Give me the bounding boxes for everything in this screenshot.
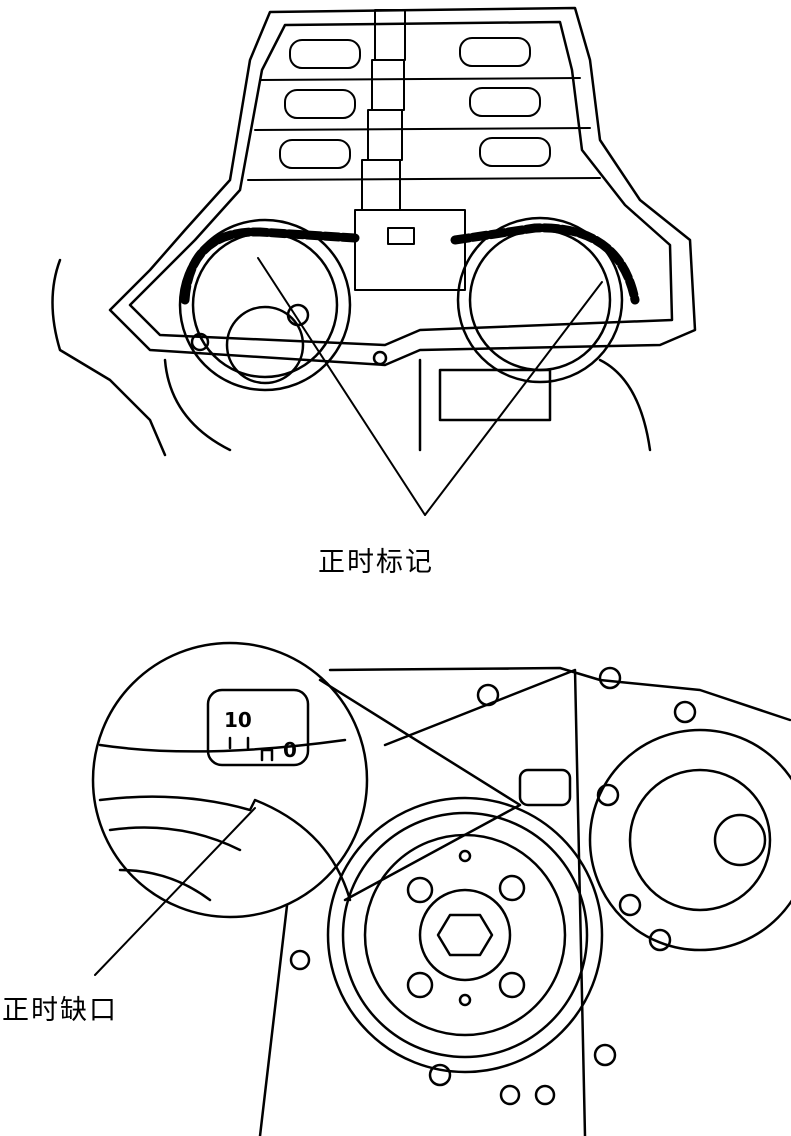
timing-mark-leaders bbox=[257, 257, 603, 516]
callout-mark-0: 0 bbox=[283, 738, 297, 762]
timing-notch-leader bbox=[94, 807, 256, 976]
crankshaft-pulley-drawing bbox=[258, 666, 791, 1136]
callout-mark-10: 10 bbox=[224, 708, 252, 732]
timing-notch-label: 正时缺口 bbox=[2, 995, 118, 1026]
magnified-callout bbox=[91, 641, 522, 919]
timing-mark-label: 正时标记 bbox=[318, 547, 434, 578]
cylinder-head-drawing bbox=[51, 6, 697, 457]
